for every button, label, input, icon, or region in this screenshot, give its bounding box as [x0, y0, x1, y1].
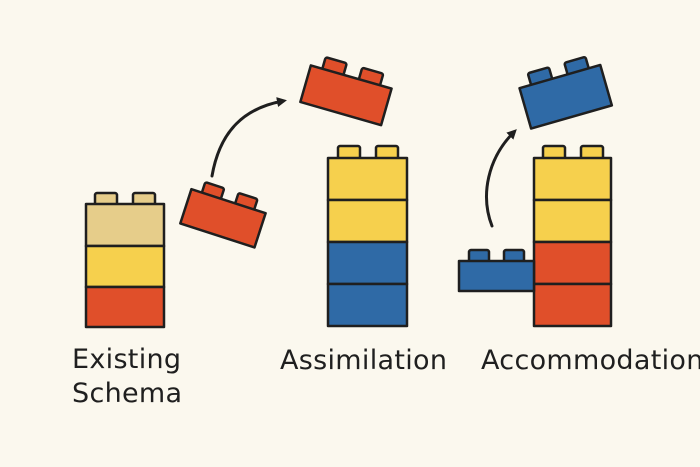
assim-brick-yellow-bottom [326, 198, 409, 244]
existing-brick-yellow [84, 244, 166, 289]
incoming-red-brick-body [179, 187, 267, 249]
assimilation-label: Assimilation [280, 345, 448, 376]
attached-blue-brick-body [457, 259, 536, 293]
floating-blue-brick [518, 55, 614, 130]
accom-brick-yellow-bottom [532, 198, 613, 244]
accommodation-label: Accommodation [481, 345, 700, 376]
accommodation-arrow [485, 129, 517, 228]
assimilation-stack [326, 144, 409, 328]
existing-brick-red [84, 285, 166, 329]
existing-schema-label: Existing Schema [72, 343, 182, 411]
accom-brick-yellow-top [532, 156, 613, 202]
existing-schema-label-line1: Existing [72, 344, 182, 375]
floating-red-brick [299, 56, 393, 127]
existing-brick-tan [84, 202, 166, 248]
incoming-red-brick [179, 181, 267, 249]
floating-red-brick-body [299, 64, 393, 127]
existing-schema-label-line2: Schema [72, 378, 183, 409]
assim-brick-blue-top [326, 240, 409, 286]
accommodation-stack [532, 144, 613, 328]
existing-schema-stack [84, 191, 166, 329]
attached-blue-brick [457, 248, 536, 293]
accom-brick-red-bottom [532, 282, 613, 328]
assim-brick-yellow-top [326, 156, 409, 202]
accom-brick-red-top [532, 240, 613, 286]
floating-blue-brick-body [518, 63, 614, 130]
assim-brick-blue-bottom [326, 282, 409, 328]
assimilation-arrow [210, 97, 287, 178]
